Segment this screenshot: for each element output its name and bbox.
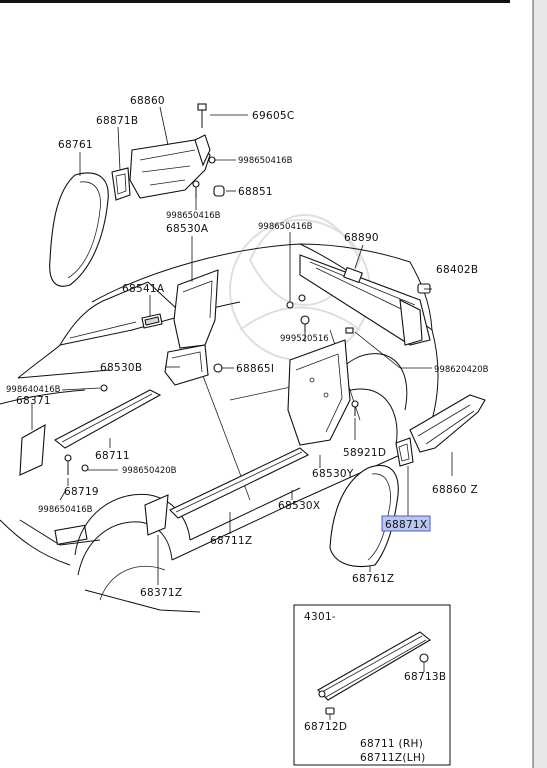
- part-labels: 68860 69605C 68871B 68761 998650416B 688…: [6, 95, 489, 599]
- part-999520516-screw: [300, 315, 310, 332]
- part-68761Z-cover: [329, 465, 399, 567]
- part-998620420B-screw: [345, 327, 354, 334]
- part-68530A-trim: [173, 269, 219, 349]
- clip-998650416B-b: [192, 180, 200, 198]
- label-68761Z: 68761Z: [352, 573, 394, 585]
- label-999520516: 999520516: [280, 334, 329, 344]
- leader-lines: [31, 106, 453, 585]
- label-68371Z: 68371Z: [140, 587, 182, 599]
- label-68711: 68711: [95, 450, 130, 462]
- part-68402B-plug: [417, 283, 431, 294]
- part-68871X-gasket: [395, 437, 414, 467]
- part-58921D-clip: [351, 400, 359, 416]
- part-68871B-gasket: [111, 167, 131, 201]
- label-68761: 68761: [58, 139, 93, 151]
- inset-box: 4301- 68713B 68712D 68711 (RH) 68711Z(LH…: [293, 604, 451, 766]
- part-68371Z-panel: [144, 494, 169, 536]
- label-58921D: 58921D: [343, 447, 386, 459]
- label-68530X: 68530X: [278, 500, 320, 512]
- label-68865I: 68865I: [236, 363, 274, 375]
- label-68711Z: 68711Z: [210, 535, 252, 547]
- label-998650416B-c: 998650416B: [258, 222, 313, 232]
- car-body-outline: [0, 243, 439, 613]
- part-68860-duct: [129, 134, 211, 199]
- label-998620420B: 998620420B: [434, 365, 489, 375]
- part-68371-panel: [19, 424, 46, 476]
- part-68860Z-duct: [409, 394, 486, 453]
- part-68711Z-sill: [169, 447, 309, 519]
- part-68851-plug: [213, 185, 225, 197]
- label-68860: 68860: [130, 95, 165, 107]
- inset-label-68712D: 68712D: [304, 721, 347, 733]
- label-68860Z: 68860 Z: [432, 484, 478, 496]
- part-69605C-screw: [197, 103, 207, 128]
- label-68530A: 68530A: [166, 223, 209, 235]
- clip-998650420B: [81, 464, 89, 472]
- part-68719-screw: [64, 454, 72, 475]
- inset-label-68711RH: 68711 (RH): [360, 738, 423, 750]
- label-68871B: 68871B: [96, 115, 138, 127]
- clip-998640416B: [100, 384, 108, 392]
- label-998650416B-a: 998650416B: [238, 156, 293, 166]
- label-998650416B-d: 998650416B: [38, 505, 93, 515]
- top-border: [0, 0, 510, 3]
- part-68530Y-trim: [287, 339, 351, 446]
- inset-label-68711ZLH: 68711Z(LH): [360, 752, 426, 764]
- label-68541A: 68541A: [122, 283, 165, 295]
- label-68851: 68851: [238, 186, 273, 198]
- label-69605C: 69605C: [252, 110, 295, 122]
- part-68530B-trim: [164, 344, 209, 386]
- inset-sill-strip: [317, 631, 431, 715]
- label-68719: 68719: [64, 486, 99, 498]
- label-998640416B: 998640416B: [6, 385, 61, 395]
- highlight-68871X: [381, 515, 431, 532]
- label-998650420B: 998650420B: [122, 466, 177, 476]
- inset-header: 4301-: [304, 611, 336, 623]
- part-68541A-clip: [141, 313, 163, 329]
- label-68371: 68371: [16, 395, 51, 407]
- part-68761-cover: [49, 172, 109, 287]
- part-68711-sill: [54, 389, 162, 449]
- right-edge-strip: [533, 0, 547, 768]
- label-998650416B-b: 998650416B: [166, 211, 221, 221]
- inset-label-68713B: 68713B: [404, 671, 446, 683]
- label-68530Y: 68530Y: [312, 468, 354, 480]
- label-68890: 68890: [344, 232, 379, 244]
- part-68865I-clip: [213, 363, 223, 373]
- label-68402B: 68402B: [436, 264, 478, 276]
- label-68871X[interactable]: 68871X: [385, 519, 427, 531]
- label-68530B: 68530B: [100, 362, 142, 374]
- part-68890-shelf: [299, 254, 431, 346]
